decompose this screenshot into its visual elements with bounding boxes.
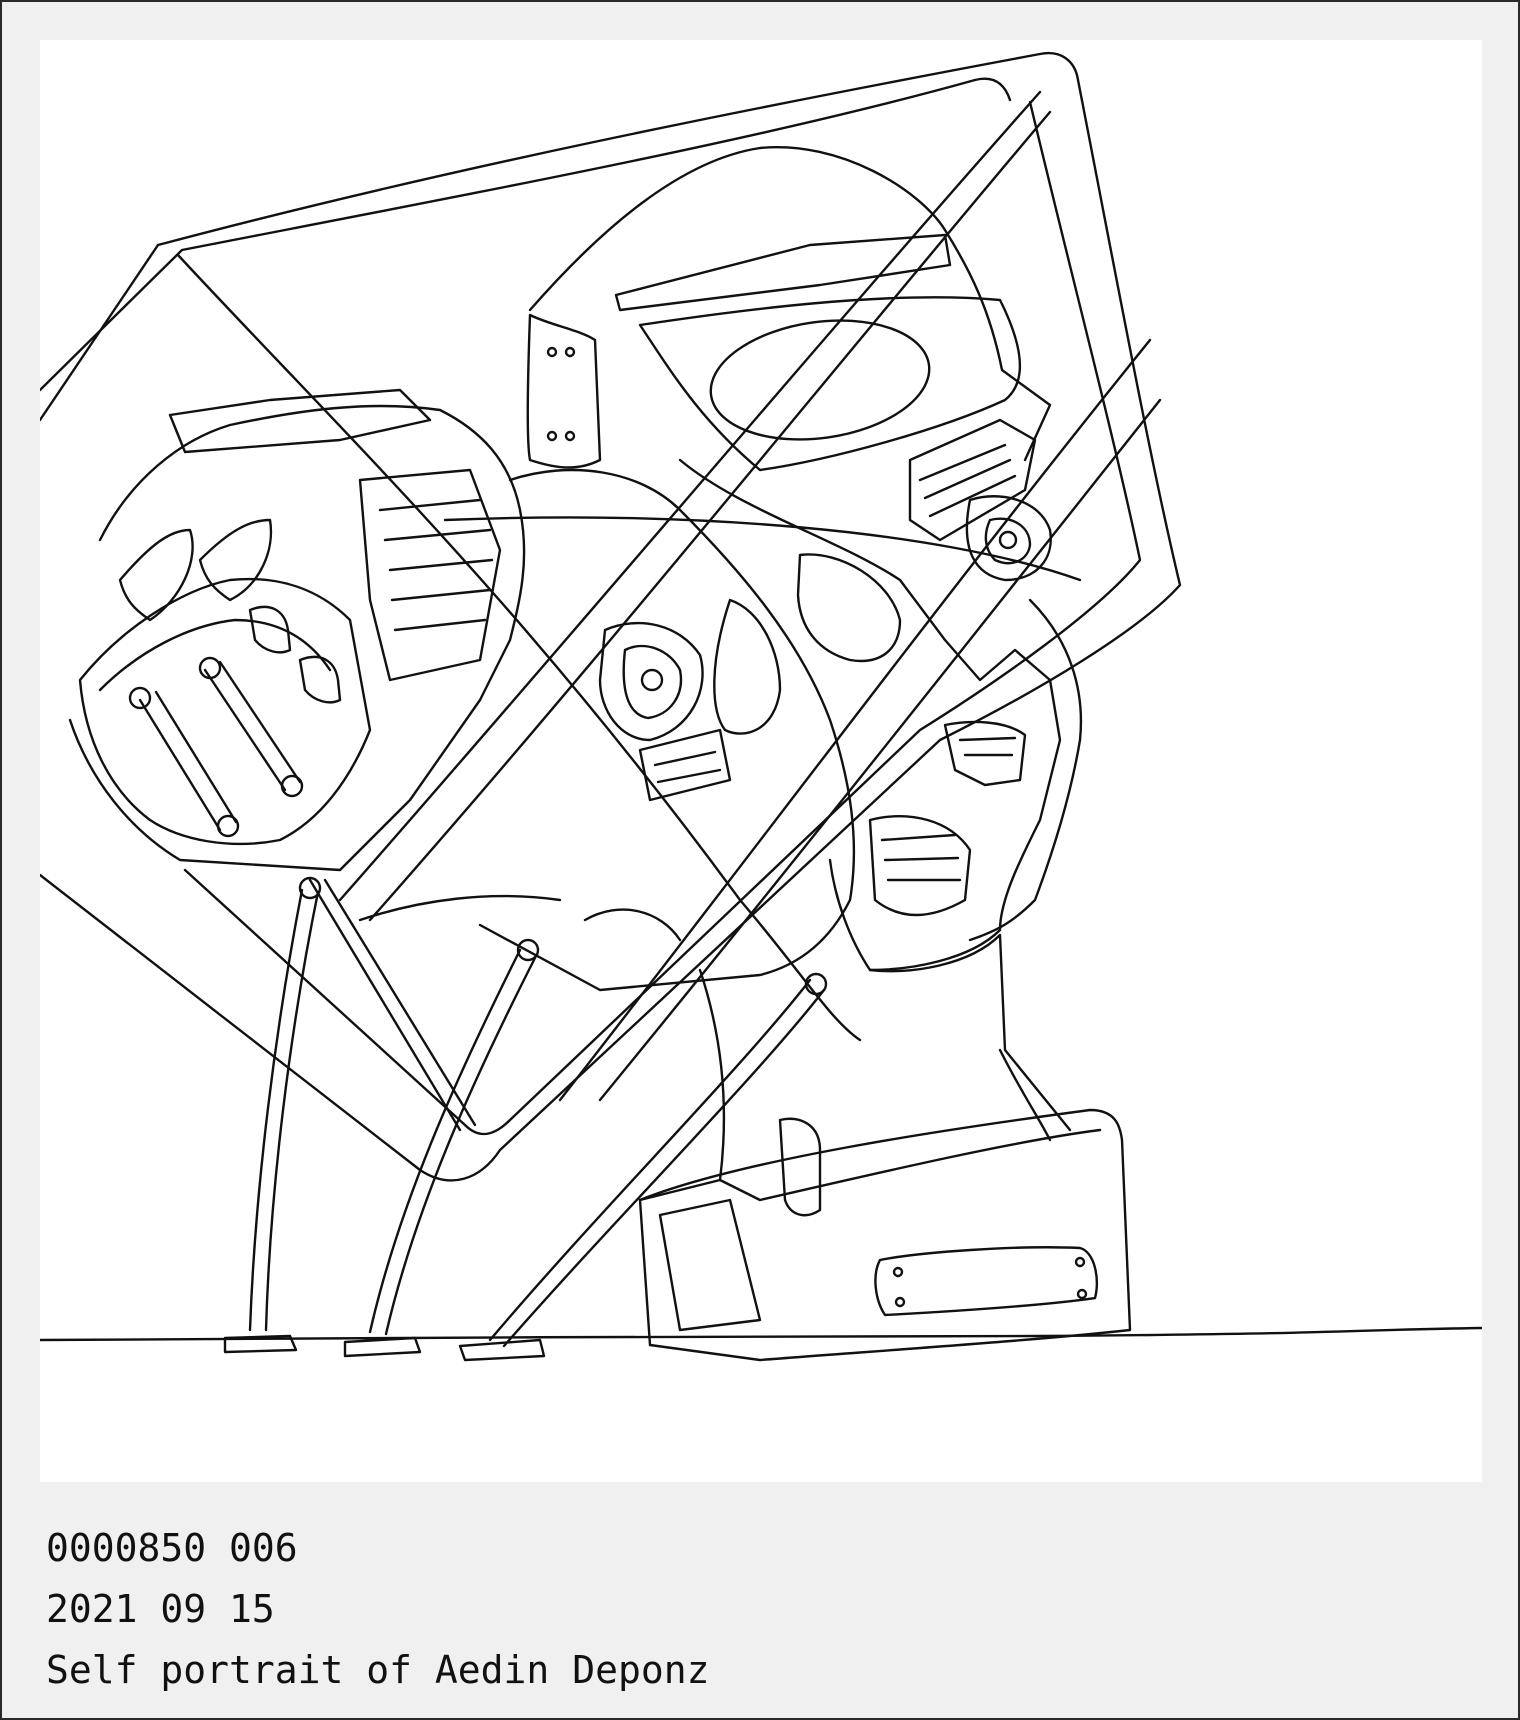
right-eye-pupil (998, 530, 1018, 550)
jaw (868, 933, 1072, 1132)
visor-lens (638, 296, 1021, 472)
collar-top (638, 1128, 1102, 1202)
left-helmet-crest (168, 388, 432, 454)
bolt (546, 430, 558, 442)
bolt (564, 430, 576, 442)
rod-1 (138, 690, 238, 832)
right-eye-outer (965, 495, 1052, 582)
support-rod-2-foot (343, 1336, 422, 1358)
lower-eye-pupil (640, 668, 664, 692)
lower-face (478, 468, 856, 992)
support-rod-1-foot (223, 1334, 298, 1354)
support-rod-3-foot (458, 1338, 546, 1362)
rod-joint (804, 972, 828, 996)
scan-line-4 (598, 398, 1162, 1102)
ground-line (40, 1326, 1482, 1342)
collar-base (638, 1108, 1132, 1362)
caption: 0000850 006 2021 09 15 Self portrait of … (46, 1518, 1446, 1701)
left-helmet (68, 404, 526, 872)
face-plate (678, 458, 1062, 972)
left-panel-buttons (248, 605, 342, 704)
left-helmet-vents (118, 518, 273, 622)
rod-cap (198, 656, 222, 680)
scan-line-3 (558, 338, 1152, 1102)
shoulder-line (358, 894, 562, 922)
scan-line-2 (368, 110, 1052, 922)
date-stamp: 2021 09 15 (46, 1587, 275, 1631)
cable-mid (583, 908, 682, 942)
bolt (1074, 1256, 1086, 1268)
visor-band (614, 233, 952, 312)
lower-mouth-teeth (880, 833, 962, 882)
nameplate (874, 1246, 1099, 1317)
bolt (546, 346, 558, 358)
rod-cap (216, 814, 240, 838)
neck-right (998, 1048, 1052, 1142)
mouth-inner (958, 736, 1017, 757)
lower-nose (713, 598, 782, 735)
lower-eye (598, 622, 704, 742)
support-rod-3 (488, 978, 826, 1348)
right-ear-lines (918, 443, 1017, 518)
scan-line-5 (443, 516, 1082, 582)
mouth (943, 720, 1027, 787)
rod-2 (203, 660, 302, 792)
cable-left (308, 878, 477, 1132)
lower-eye-inner (622, 644, 683, 720)
bolt (892, 1266, 904, 1278)
cheek-right (968, 598, 1083, 942)
serial-number: 0000850 006 (46, 1526, 298, 1570)
rod-joint (298, 876, 322, 900)
grill-lines (378, 498, 494, 632)
bolt (564, 346, 576, 358)
right-ear-panel (908, 418, 1037, 542)
support-rod-1 (248, 888, 320, 1332)
helmet-brow (526, 313, 602, 469)
neck-left (698, 968, 726, 1182)
visor-eye (709, 319, 931, 441)
collar-inner (658, 1198, 762, 1332)
screen-inner-edge (183, 100, 1142, 1136)
lower-mouth (868, 815, 972, 917)
left-helmet-grill (358, 468, 502, 682)
bolt (1076, 1288, 1088, 1300)
artwork-title: Self portrait of Aedin Deponz (46, 1648, 710, 1692)
screen-frame-outer (40, 51, 1182, 1182)
screen-frame-inner (40, 77, 1012, 392)
rod-cap (128, 686, 152, 710)
support-rod-2 (368, 948, 538, 1336)
left-visor (78, 577, 372, 846)
rod-joint (516, 938, 540, 962)
line-art-drawing (40, 40, 1482, 1482)
bolt (894, 1296, 906, 1308)
left-visor-inner (98, 618, 332, 692)
neck-panel (778, 1117, 822, 1217)
lower-cheek-vents (638, 728, 732, 802)
right-eye-inner (984, 517, 1032, 565)
nose (796, 553, 902, 663)
scan-line-1 (338, 90, 1042, 902)
screen-face (176, 253, 862, 1042)
rod-cap (280, 774, 304, 798)
